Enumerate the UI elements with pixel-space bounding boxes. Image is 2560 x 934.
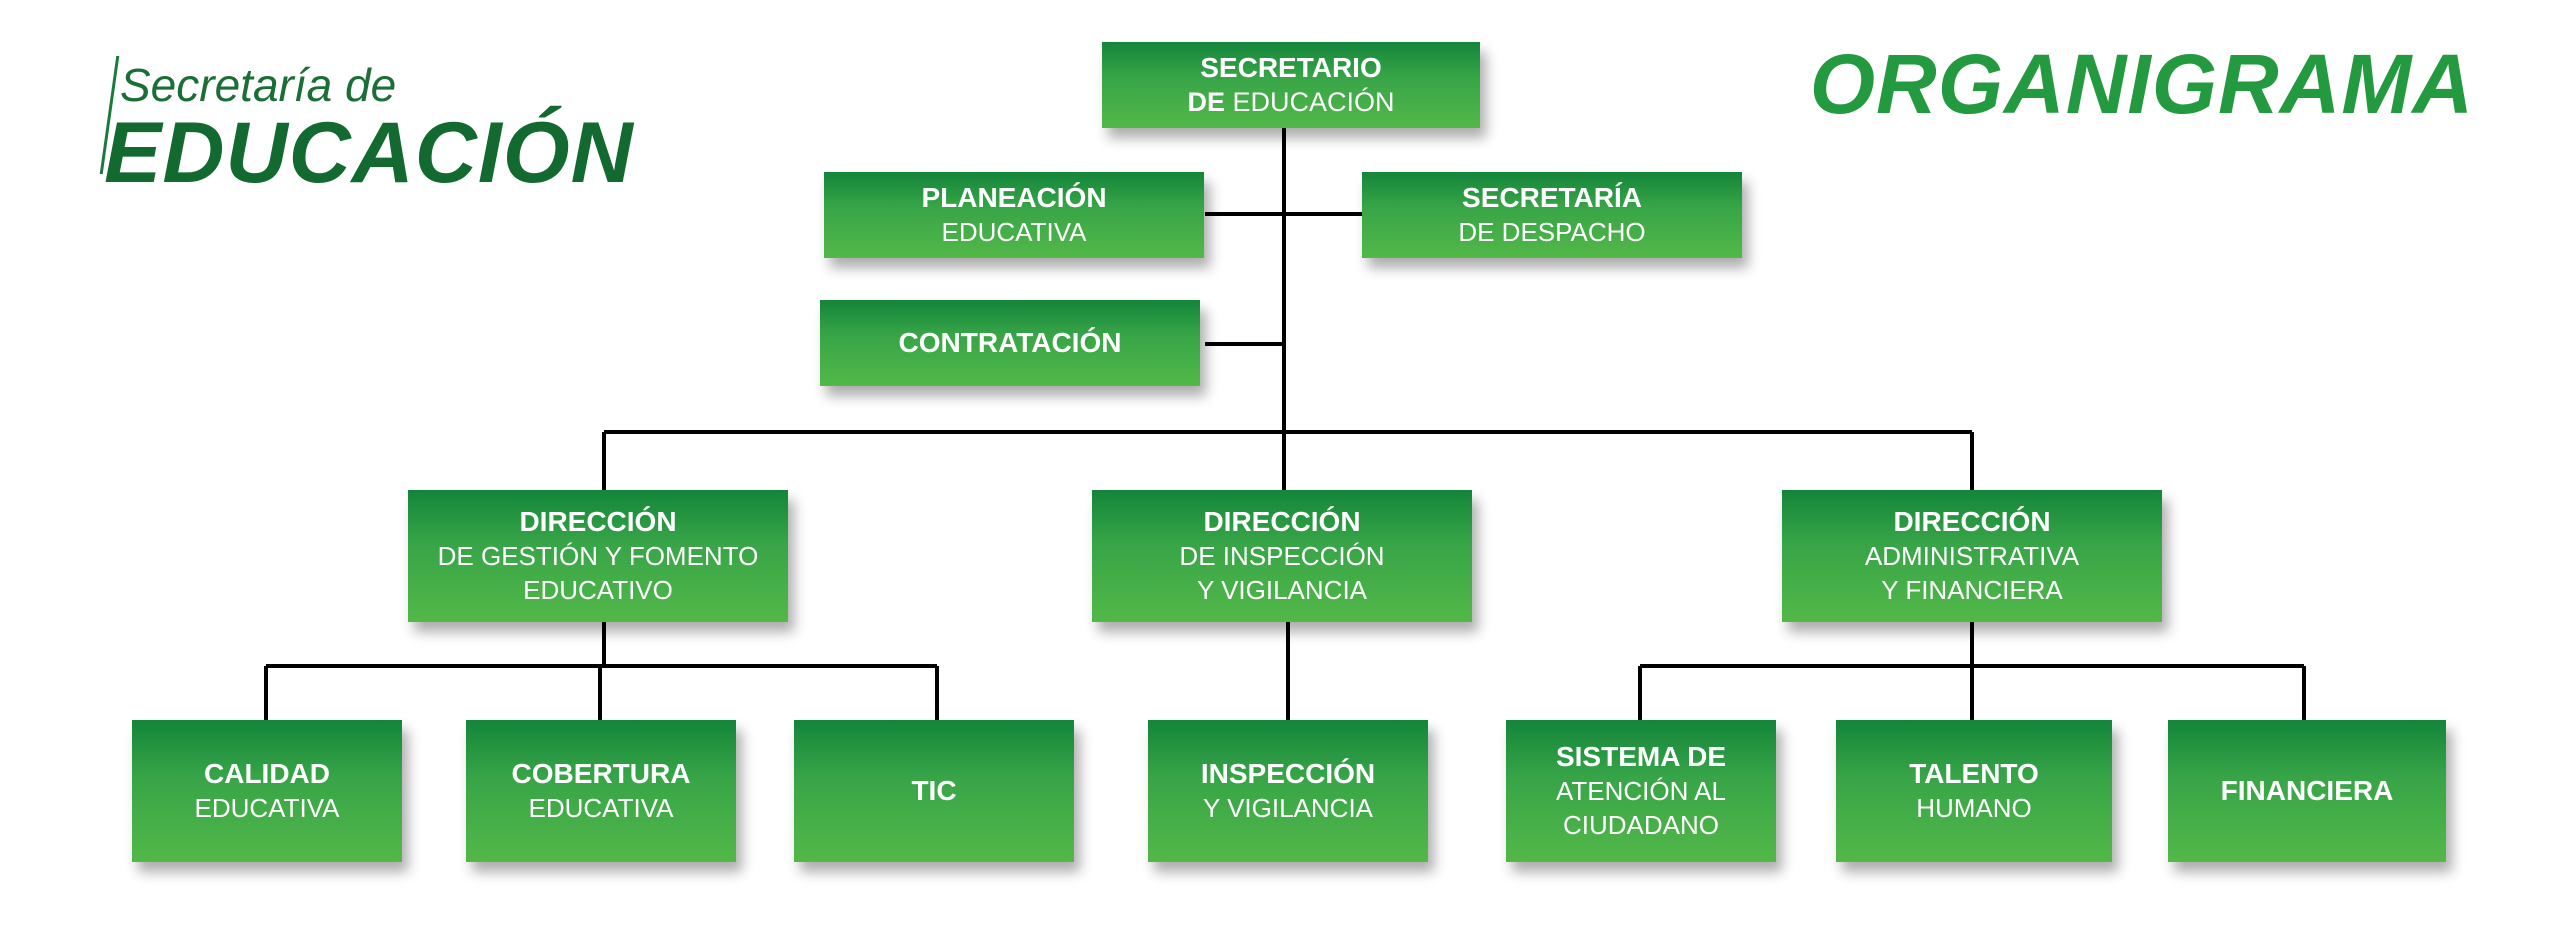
box-dir-admin: DIRECCIÓN ADMINISTRATIVA Y FINANCIERA (1782, 490, 2162, 622)
box-secretario-line2: DE EDUCACIÓN (1187, 85, 1394, 119)
brand-title: EDUCACIÓN (104, 105, 634, 201)
box-contratacion-title: CONTRATACIÓN (898, 327, 1122, 358)
box-talento-sub: HUMANO (1916, 793, 2032, 823)
box-talento-title: TALENTO (1909, 758, 2039, 789)
box-dir-inspeccion-line1: DE INSPECCIÓN (1179, 541, 1385, 571)
box-planeacion-sub: EDUCATIVA (941, 217, 1087, 247)
box-despacho-title: SECRETARÍA (1462, 182, 1642, 213)
box-tic-title: TIC (911, 775, 957, 806)
box-dir-gestion: DIRECCIÓN DE GESTIÓN Y FOMENTO EDUCATIVO (408, 490, 788, 622)
box-sistema-title: SISTEMA DE (1555, 741, 1727, 772)
box-secretario-title: SECRETARIO (1200, 52, 1382, 83)
box-talento: TALENTO HUMANO (1836, 720, 2112, 862)
box-calidad-title: CALIDAD (204, 758, 330, 789)
box-inspeccion-title: INSPECCIÓN (1200, 758, 1376, 789)
page-title: ORGANIGRAMA (1809, 37, 2474, 131)
box-financiera: FINANCIERA (2168, 720, 2446, 862)
box-cobertura-sub: EDUCATIVA (528, 793, 674, 823)
box-despacho: SECRETARÍA DE DESPACHO (1362, 172, 1742, 258)
box-cobertura-title: COBERTURA (511, 758, 691, 789)
box-inspeccion-sub: Y VIGILANCIA (1202, 793, 1374, 823)
box-sistema-line2: CIUDADANO (1562, 810, 1719, 840)
box-calidad-sub: EDUCATIVA (194, 793, 340, 823)
box-dir-inspeccion-line2: Y VIGILANCIA (1196, 575, 1368, 605)
box-dir-inspeccion: DIRECCIÓN DE INSPECCIÓN Y VIGILANCIA (1092, 490, 1472, 622)
box-secretario-rest: EDUCACIÓN (1232, 87, 1395, 117)
box-secretario: SECRETARIO DE EDUCACIÓN (1102, 42, 1480, 128)
box-dir-inspeccion-title: DIRECCIÓN (1203, 506, 1361, 537)
box-inspeccion: INSPECCIÓN Y VIGILANCIA (1148, 720, 1428, 862)
box-planeacion-title: PLANEACIÓN (921, 182, 1107, 213)
box-dir-gestion-line2: EDUCATIVO (523, 575, 673, 605)
box-despacho-sub: DE DESPACHO (1458, 217, 1646, 247)
box-contratacion: CONTRATACIÓN (820, 300, 1200, 386)
box-dir-gestion-line1: DE GESTIÓN Y FOMENTO (437, 541, 759, 571)
box-tic: TIC (794, 720, 1074, 862)
box-dir-admin-title: DIRECCIÓN (1893, 506, 2051, 537)
box-calidad: CALIDAD EDUCATIVA (132, 720, 402, 862)
brand-subtitle: Secretaría de (120, 59, 397, 111)
box-financiera-title: FINANCIERA (2220, 775, 2394, 806)
box-dir-admin-line1: ADMINISTRATIVA (1864, 541, 2080, 571)
box-sistema: SISTEMA DE ATENCIÓN AL CIUDADANO (1506, 720, 1776, 862)
box-dir-gestion-title: DIRECCIÓN (519, 506, 677, 537)
box-cobertura: COBERTURA EDUCATIVA (466, 720, 736, 862)
box-dir-admin-line2: Y FINANCIERA (1881, 575, 2063, 605)
box-secretario-de: DE (1187, 87, 1225, 117)
box-planeacion: PLANEACIÓN EDUCATIVA (824, 172, 1204, 258)
box-sistema-line1: ATENCIÓN AL (1555, 776, 1726, 806)
